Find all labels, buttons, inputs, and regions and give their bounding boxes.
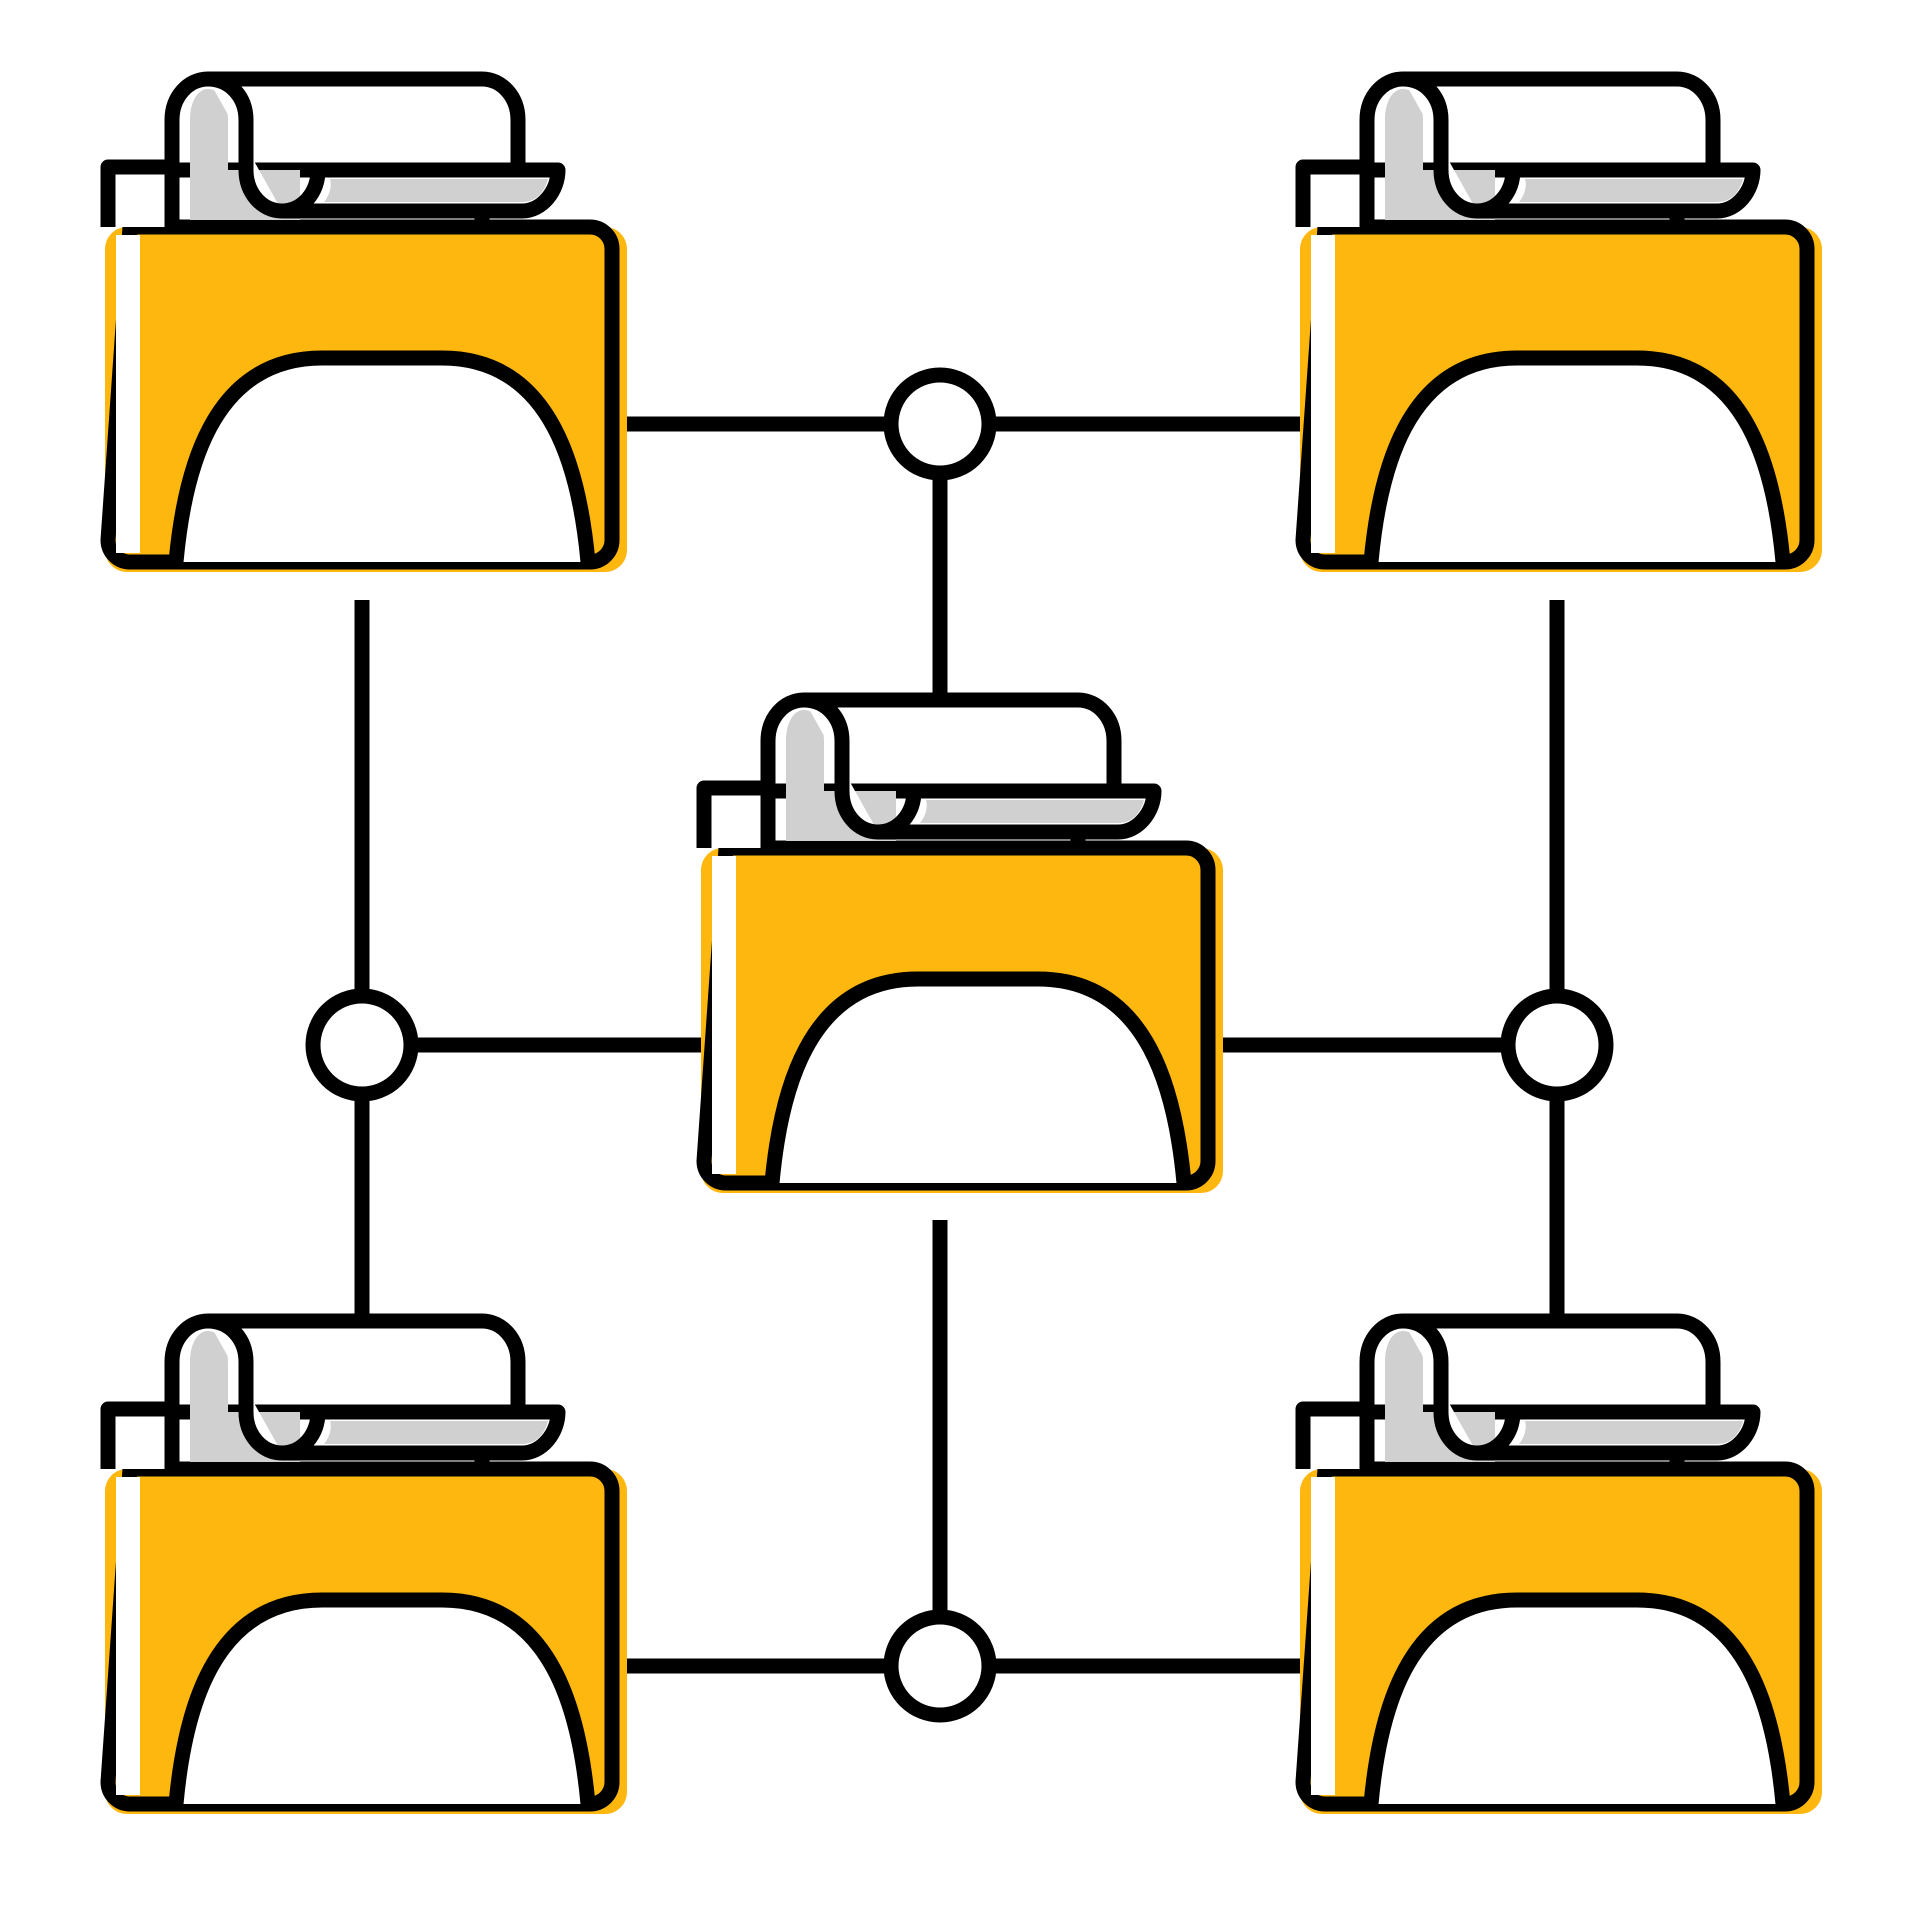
hub-top	[883, 367, 997, 481]
hub-left	[305, 988, 419, 1102]
hub-bottom	[883, 1609, 997, 1723]
hub-right	[1500, 988, 1614, 1102]
printer-bottom-left	[105, 1321, 627, 1814]
connection-lines	[354, 416, 1565, 1674]
printer-center	[701, 700, 1223, 1193]
printer-icon	[105, 79, 627, 572]
printer-icon	[1300, 79, 1822, 572]
printer-top-left	[105, 79, 627, 572]
printer-top-right	[1300, 79, 1822, 572]
printer-bottom-right	[1300, 1321, 1822, 1814]
printer-icon	[1300, 1321, 1822, 1814]
printer-icon	[105, 1321, 627, 1814]
printer-icon	[701, 700, 1223, 1193]
